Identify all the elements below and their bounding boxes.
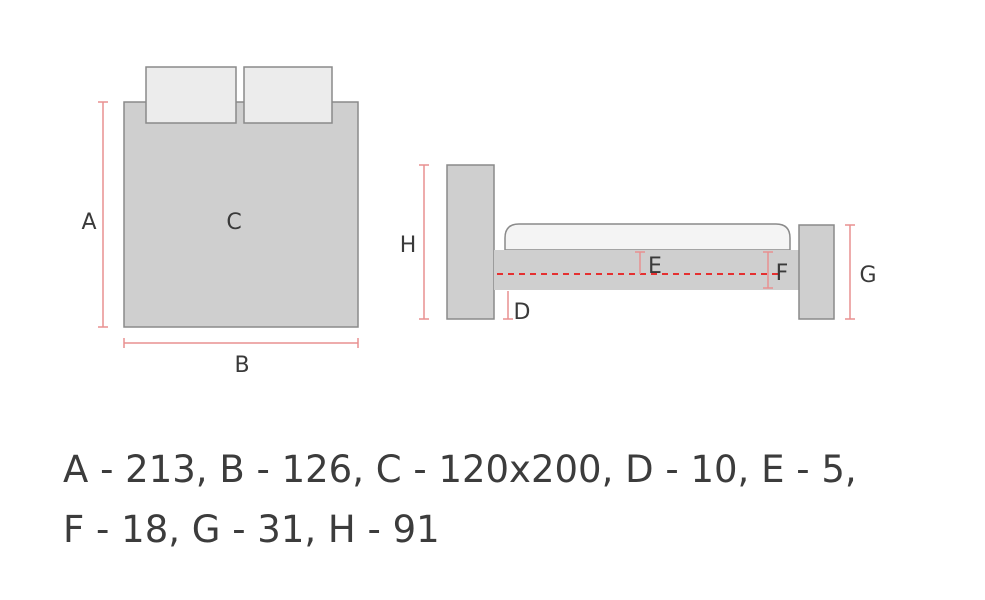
dimension-b [123, 338, 359, 348]
label-e: E [648, 254, 662, 279]
bed-frame-side [494, 250, 800, 290]
label-d: D [514, 300, 531, 325]
label-a: A [81, 210, 96, 235]
label-h: H [400, 233, 417, 258]
pillow-left [145, 66, 237, 124]
mattress [504, 223, 791, 251]
label-b: B [234, 353, 249, 378]
label-c: C [226, 210, 241, 235]
bed-top-view: C [123, 66, 359, 328]
dimension-h [419, 164, 429, 320]
label-f: F [776, 261, 789, 286]
dimensions-caption: A - 213, B - 126, C - 120x200, D - 10, E… [63, 448, 857, 551]
dimension-d [503, 291, 513, 320]
label-g: G [859, 263, 876, 288]
headboard [446, 164, 495, 320]
dimension-g [845, 224, 855, 320]
bed-side-view [446, 164, 835, 320]
pillow-right [243, 66, 333, 124]
dimension-f [763, 251, 773, 289]
bed-dimension-diagram: C A B H D E [81, 66, 877, 378]
dimension-a [98, 101, 108, 328]
dimension-e [635, 251, 645, 274]
footboard [798, 224, 835, 320]
bed-frame-top [123, 101, 359, 328]
